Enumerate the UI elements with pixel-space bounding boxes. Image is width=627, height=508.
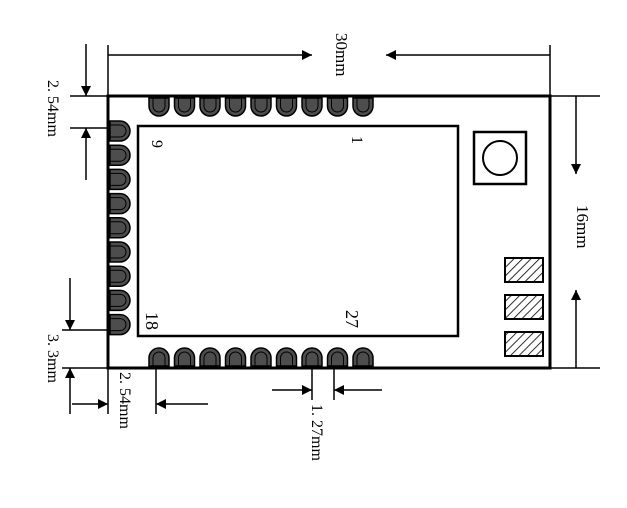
dim-30-label: 30mm [332,33,351,76]
left-pad [109,144,131,166]
left-pad [109,168,131,191]
top-pad-inner [178,98,191,113]
shield-outline [136,124,460,338]
pin-label-18: 18 [142,312,162,330]
left-pad-inner [110,197,127,211]
bottom-pad [173,347,196,367]
left-pad-inner [110,245,127,259]
top-pad [199,97,221,117]
left-pads [109,120,131,336]
bottom-pad [199,347,221,367]
top-pad-inner [229,98,242,113]
top-pad-inner [152,98,166,113]
bottom-pad-inner [305,351,319,366]
bottom-pad [301,347,323,367]
top-pad [148,97,170,117]
left-pad [109,313,131,336]
bottom-pad-inner [356,351,370,366]
top-pad-inner [356,98,370,113]
left-pad-inner [110,148,127,162]
left-pad-inner [110,293,127,307]
bottom-pad [275,347,298,367]
top-pad [301,97,323,117]
left-pad-inner [110,269,127,283]
bottom-pad-inner [152,351,166,366]
top-pad [275,97,298,117]
module-outline [106,94,552,370]
top-pad-inner [305,98,319,113]
bottom-pad-inner [229,351,242,366]
pin-label-27: 27 [342,310,362,328]
top-pad-inner [254,98,268,113]
bottom-pad [326,347,349,367]
bottom-pad [148,347,170,367]
dim-254-left-label: 2. 54mm [44,80,61,137]
left-pad-inner [110,318,127,332]
bottom-pad [250,347,272,367]
top-pad [352,97,374,117]
left-pad-inner [110,124,127,138]
bottom-pad-inner [254,351,268,366]
bottom-pad-inner [178,351,191,366]
top-pad-inner [331,98,344,113]
antenna-connector-circle [482,140,518,176]
bottom-pad-inner [280,351,293,366]
side-pads [504,257,544,357]
bottom-pad [224,347,247,367]
pin-label-9: 9 [148,140,165,148]
left-pad-inner [110,221,127,235]
pin-label-1: 1 [348,136,365,144]
left-pad [109,289,131,312]
bottom-pad [352,347,374,367]
top-pad [326,97,349,117]
top-pad-inner [203,98,217,113]
left-pad-inner [110,172,127,186]
left-pad [109,120,131,142]
dim-127-label: 1. 27mm [308,404,325,461]
dim-16-label: 16mm [573,205,592,248]
top-pad [224,97,247,117]
top-pad-inner [280,98,293,113]
top-pad [250,97,272,117]
dim-254-bottom-label: 2. 54mm [116,372,133,429]
left-pad [109,265,131,287]
hatched-pad [504,257,544,283]
bottom-pad-inner [331,351,344,366]
bottom-pad-inner [203,351,217,366]
dim-33-label: 3. 3mm [44,334,61,383]
top-pads [148,97,374,117]
top-pad [173,97,196,117]
left-pad [109,241,131,263]
left-pad [109,192,131,215]
left-pad [109,217,131,239]
hatched-pad [504,294,544,320]
bottom-pads [148,347,374,367]
hatched-pad [504,331,544,357]
